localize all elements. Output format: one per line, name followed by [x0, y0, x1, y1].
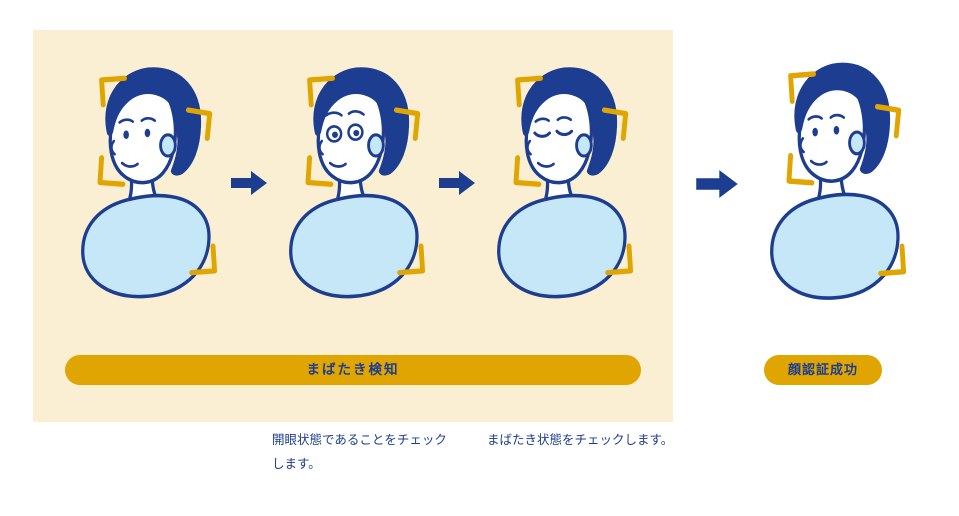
- right-arrow-icon: [231, 170, 267, 315]
- right-arrow-icon: [439, 170, 475, 315]
- face-detection-frame-icon: [97, 75, 218, 276]
- face-illustration-authenticated: [748, 45, 920, 317]
- caption-eye-open-check: 開眼状態であることをチェック します。: [272, 433, 447, 472]
- face-illustration-blink: [475, 50, 647, 315]
- face-detection-frame-icon: [513, 75, 634, 276]
- face-graphic: [289, 67, 426, 299]
- face-detection-frame-icon: [305, 75, 426, 276]
- face-graphic: [81, 67, 218, 299]
- eyes-wide-open: [324, 110, 365, 143]
- person-illustration: [497, 67, 627, 299]
- face-illustration-initial: [59, 50, 231, 315]
- right-arrow-icon: [695, 169, 739, 199]
- person-illustration: [289, 67, 419, 299]
- blink-detection-panel: まばたき検知: [33, 30, 673, 422]
- faces-row: [33, 30, 673, 315]
- person-illustration: [81, 67, 211, 299]
- eyes-neutral: [807, 113, 846, 137]
- caption-blink-check: まばたき状態をチェックします。: [487, 433, 674, 447]
- face-auth-success-pill-label: 顔認証成功: [764, 355, 882, 385]
- face-detection-frame-icon: [786, 71, 907, 277]
- person-illustration: [770, 62, 900, 300]
- face-graphic: [770, 62, 907, 300]
- face-illustration-eyes-open: [267, 50, 439, 315]
- face-graphic: [497, 67, 634, 299]
- eyes-closed: [533, 116, 574, 138]
- blink-detection-pill-label: まばたき検知: [65, 355, 641, 385]
- eyes-neutral: [118, 117, 157, 140]
